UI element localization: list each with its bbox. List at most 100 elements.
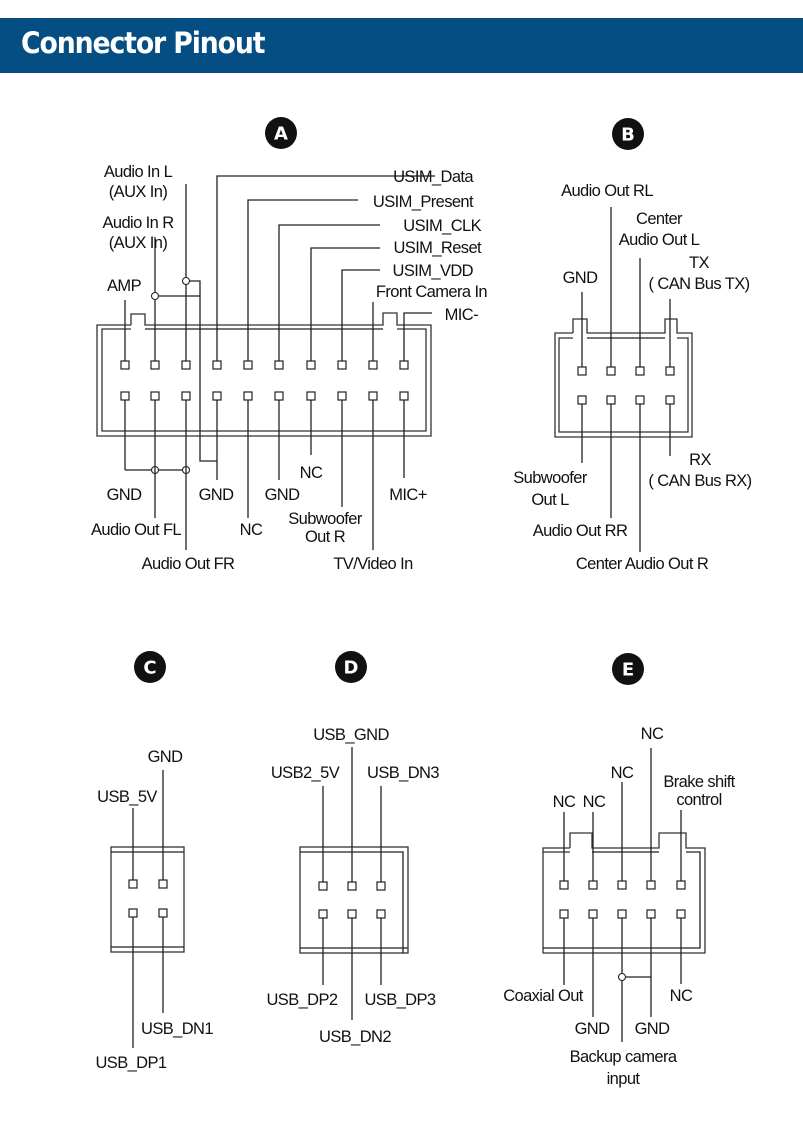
pin-b-top-2 [606,366,616,376]
page-title: Connector Pinout [21,26,266,60]
pin-c-bottom-2 [158,908,168,918]
pin-a-top-10 [399,360,409,370]
pin-label-line: GND [635,1020,671,1038]
pin-b-bottom-1 [577,395,587,405]
pin-e-bottom-4 [646,909,656,919]
badge-c: C [134,651,166,683]
pin-label-line: TX [689,254,709,272]
pin-label-line: GND [563,269,599,287]
pin-label-line: input [607,1070,641,1088]
junction-dot [181,276,191,286]
pin-label-line: NC [553,793,576,811]
pin-label-line: TV/Video In [333,555,413,573]
pin-label-line: Audio Out L [619,231,700,249]
badge-circle [612,653,644,685]
label-usim-reset: USIM_Reset [393,239,482,257]
pin-a-bottom-6 [274,391,284,401]
pin-label-line: Audio Out FR [142,555,235,573]
pin-label-line: ( CAN Bus RX) [648,472,751,490]
pin-d-top-1 [318,881,328,891]
label-audio-out-fl: Audio Out FL [91,521,182,539]
label-usb-dn3: USB_DN3 [367,764,440,782]
pin-e-top-3 [617,880,627,890]
pin-d-bottom-2 [347,909,357,919]
pin-label-line: Center Audio Out R [576,555,709,573]
pin-label-line: Out R [305,528,346,546]
pin-d-bottom-1 [318,909,328,919]
pin-a-bottom-3 [181,391,191,401]
pin-d-top-3 [376,881,386,891]
pin-a-bottom-9 [368,391,378,401]
label-usb-dn2: USB_DN2 [319,1028,392,1046]
pin-label-line: Audio In L [104,163,173,181]
label-gnd: GND [148,748,184,766]
label-usb-dp3: USB_DP3 [364,991,436,1009]
wire-mic-minus [403,312,432,361]
pin-label-line: NC [300,464,323,482]
pin-label-line: ( CAN Bus TX) [649,275,750,293]
label-usb-gnd: USB_GND [313,726,390,744]
pin-label-line: USIM_Reset [393,239,482,257]
label-audio-in-l: Audio In L (AUX In) [104,163,173,201]
wire-usim-vdd [341,269,380,361]
label-gnd: GND [107,486,143,504]
pin-label-line: USB2_5V [271,764,340,782]
pin-label-line: Out L [531,491,569,509]
label-usb2-5v: USB2_5V [271,764,340,782]
label-usb-dn1: USB_DN1 [141,1020,214,1038]
pin-b-bottom-4 [665,395,675,405]
pin-b-bottom-3 [635,395,645,405]
pin-label-line: GND [148,748,184,766]
label-audio-out-rl: Audio Out RL [561,182,654,200]
pin-label-line: MIC- [445,306,478,324]
pin-b-top-3 [635,366,645,376]
pin-label-line: control [676,791,721,809]
pin-label-line: Coaxial Out [503,987,584,1005]
badge-letter: C [143,658,156,679]
housing-inner [101,328,427,432]
pin-label-line: NC [240,521,263,539]
pin-label-line: (AUX In) [109,183,168,201]
pin-a-bottom-8 [337,391,347,401]
pin-label-line: Audio In R [102,214,174,232]
wire-usim-clk [278,224,380,361]
pin-label-line: GND [575,1020,611,1038]
pin-label-line: USB_DN3 [367,764,439,782]
pin-label-line: USB_DN2 [319,1028,391,1046]
label-gnd: GND [199,486,235,504]
pin-b-bottom-2 [606,395,616,405]
pin-a-top-3 [181,360,191,370]
pin-label-line: Center [636,210,683,228]
badge-d: D [335,651,367,683]
pin-a-top-4 [212,360,222,370]
pin-label-line: USIM_CLK [403,217,481,235]
wire-usim-reset [310,247,380,361]
pin-a-bottom-1 [120,391,130,401]
label-usim-present: USIM_Present [373,193,475,211]
label-usb-5v: USB_5V [97,788,158,806]
pin-label-line: Audio Out RL [561,182,653,200]
pin-e-bottom-5 [676,909,686,919]
badge-circle [335,651,367,683]
pin-a-top-9 [368,360,378,370]
label-gnd: GND [635,1020,671,1038]
label-gnd: GND [265,486,301,504]
pin-label-line: Subwoofer [288,510,363,528]
housing-outer [299,846,409,954]
badge-circle [612,118,644,150]
label-nc: NC [300,464,324,482]
housing-outer [554,318,693,438]
housing-outer [96,312,432,437]
pin-label-line: NC [611,764,634,782]
housing-outer [542,832,706,954]
label-amp: AMP [107,277,142,295]
pin-e-top-5 [676,880,686,890]
pin-label-line: Audio Out RR [533,522,628,540]
pin-label-line: Brake shift [663,773,735,791]
